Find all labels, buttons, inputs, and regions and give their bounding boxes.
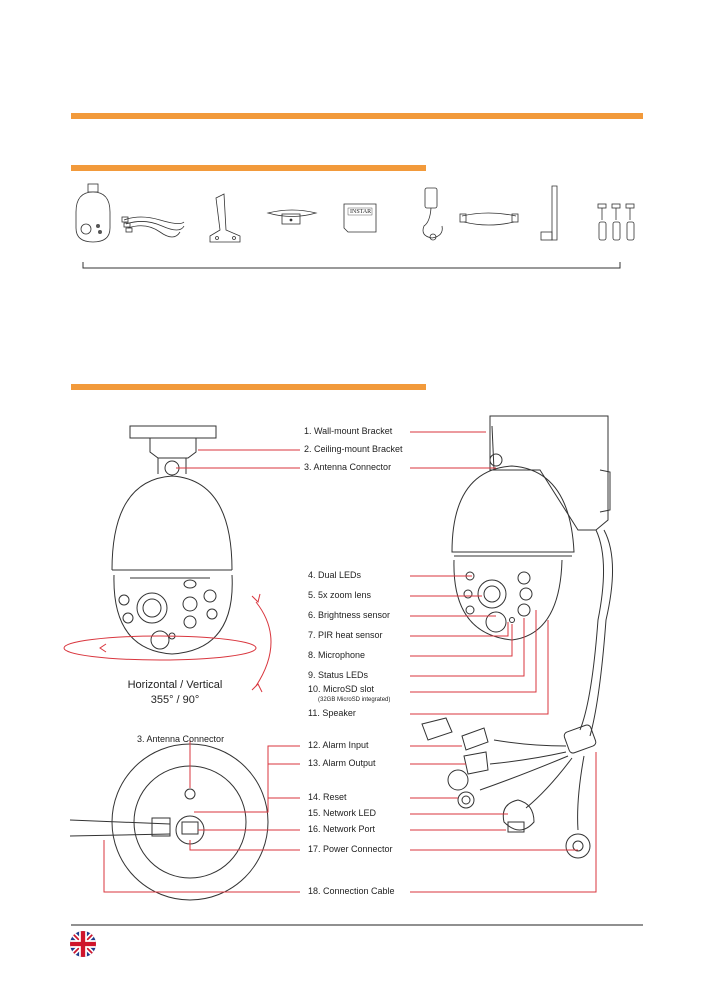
label-connection-cable: 18. Connection Cable	[308, 886, 395, 896]
label-alarm-output: 13. Alarm Output	[308, 758, 376, 768]
rotation-caption: Horizontal / Vertical 355° / 90°	[100, 678, 250, 708]
label-network-led: 15. Network LED	[308, 808, 377, 818]
label-status-leds: 9. Status LEDs	[308, 670, 369, 680]
rotation-arrows	[63, 593, 272, 693]
label-power-connector: 17. Power Connector	[308, 844, 393, 854]
label-network-port: 16. Network Port	[308, 824, 376, 834]
label-antenna-connector: 3. Antenna Connector	[304, 462, 392, 472]
uk-flag-icon	[70, 931, 96, 957]
rotation-caption-line1: Horizontal / Vertical	[127, 679, 223, 691]
label-wall-mount-bracket: 1. Wall-mount Bracket	[304, 426, 393, 436]
label-speaker: 11. Speaker	[308, 708, 356, 718]
label-brightness-sensor: 6. Brightness sensor	[308, 610, 391, 620]
side-camera-drawing	[421, 415, 613, 859]
microsd-card-icon	[343, 203, 377, 233]
label-pir-sensor: 7. PIR heat sensor	[308, 630, 383, 640]
contents-bracket	[82, 262, 621, 269]
screws-anchors-icon	[597, 203, 635, 241]
bottom-view-drawing	[69, 743, 269, 901]
network-cable-icon	[459, 212, 519, 226]
bottom-view-label: 3. Antenna Connector	[137, 734, 225, 744]
power-adapter-icon	[422, 187, 443, 241]
label-microsd-slot: 10. MicroSD slot	[308, 684, 375, 694]
wall-bracket-icon	[209, 193, 241, 243]
front-camera-drawing	[111, 425, 233, 655]
label-zoom-lens: 5. 5x zoom lens	[308, 590, 372, 600]
ptz-camera-icon	[75, 183, 111, 243]
label-microsd-note: (32GB MicroSD integrated)	[318, 697, 391, 703]
package-contents-bar	[71, 165, 426, 171]
label-dual-leds: 4. Dual LEDs	[308, 570, 362, 580]
ceiling-plate-icon	[266, 209, 318, 225]
antenna-icon	[540, 185, 558, 241]
label-reset: 14. Reset	[308, 792, 347, 802]
hardware-overview-bar	[71, 384, 426, 390]
label-microphone: 8. Microphone	[308, 650, 366, 660]
cable-harness-icon	[121, 216, 185, 238]
leader-lines	[103, 431, 597, 893]
package-contents	[75, 183, 635, 269]
label-ceiling-mount-bracket: 2. Ceiling-mount Bracket	[304, 444, 403, 454]
rotation-caption-line2: 355° / 90°	[150, 694, 200, 706]
microsd-brand-text: INSTAR	[350, 209, 372, 215]
label-alarm-input: 12. Alarm Input	[308, 740, 369, 750]
section-divider-top	[71, 113, 643, 119]
